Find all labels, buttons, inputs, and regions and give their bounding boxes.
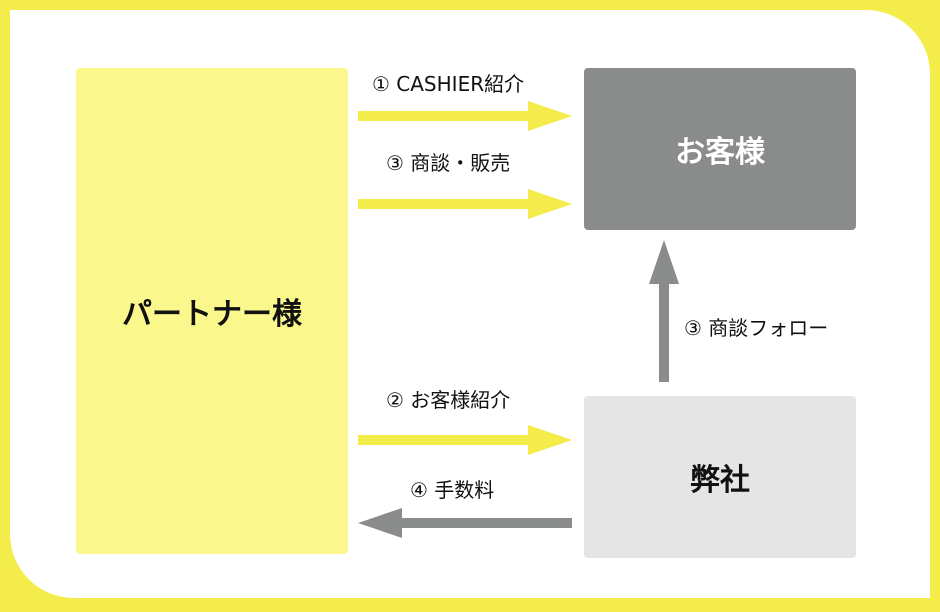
- edge-label-sales: ③ 商談・販売: [386, 151, 511, 175]
- arrow-followup: [649, 240, 679, 382]
- edge-label-followup: ③ 商談フォロー: [684, 316, 829, 340]
- customer-node-label: お客様: [675, 135, 765, 170]
- company-node: 弊社: [584, 396, 856, 558]
- arrow-fee: [358, 508, 572, 538]
- partner-node: パートナー様: [76, 68, 348, 554]
- arrow-sales: [358, 189, 572, 219]
- company-node-label: 弊社: [690, 463, 750, 498]
- edge-label-customer-referral: ② お客様紹介: [386, 388, 511, 412]
- arrow-customer-referral: [358, 425, 572, 455]
- edge-label-cashier-intro: ① CASHIER紹介: [372, 72, 525, 96]
- partner-node-label: パートナー様: [122, 297, 302, 332]
- customer-node: お客様: [584, 68, 856, 230]
- edge-label-fee: ④ 手数料: [410, 478, 495, 502]
- arrow-cashier-intro: [358, 101, 572, 131]
